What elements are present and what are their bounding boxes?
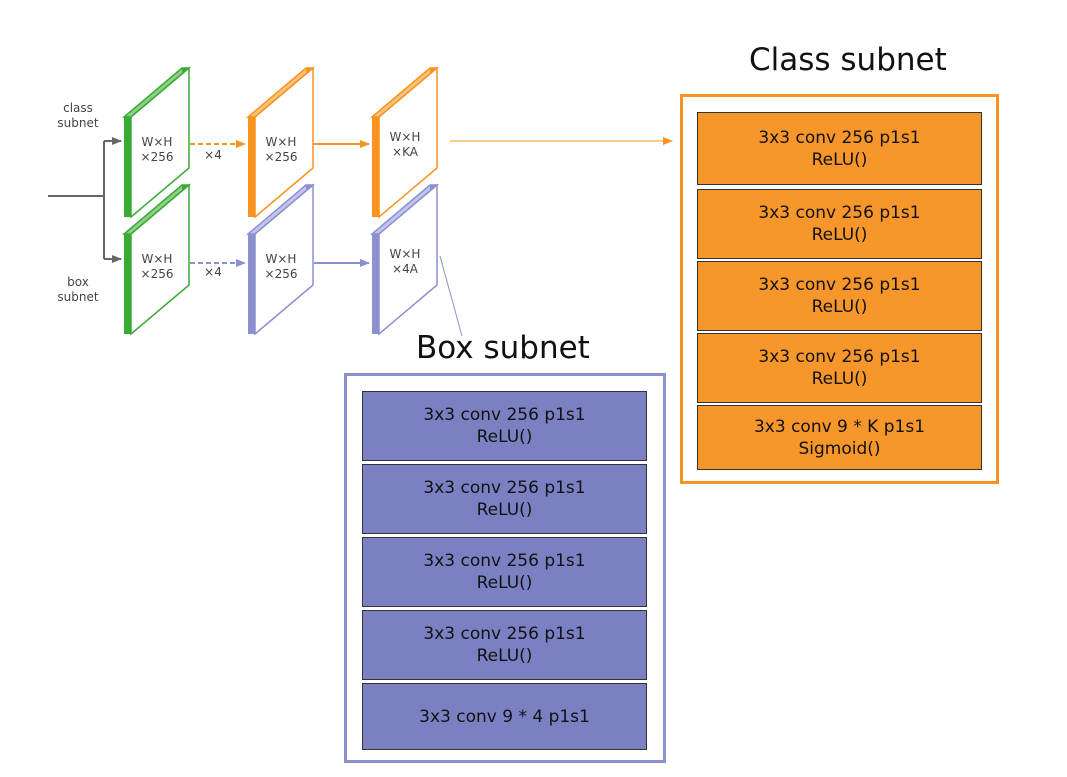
class-layer-4: 3x3 conv 256 p1s1 ReLU() bbox=[697, 333, 982, 403]
class-subnet-title: Class subnet bbox=[749, 42, 947, 78]
svg-text:×256: ×256 bbox=[265, 267, 298, 281]
class-layer-2: 3x3 conv 256 p1s1 ReLU() bbox=[697, 189, 982, 259]
feature-map-top-output: W×H ×KA bbox=[369, 66, 440, 219]
box-subnet-label-line2: subnet bbox=[57, 290, 98, 304]
class-subnet-panel: 3x3 conv 256 p1s1 ReLU() 3x3 conv 256 p1… bbox=[680, 94, 999, 484]
svg-text:×256: ×256 bbox=[141, 267, 174, 281]
box-layer-3: 3x3 conv 256 p1s1 ReLU() bbox=[362, 537, 647, 607]
box-layer-2: 3x3 conv 256 p1s1 ReLU() bbox=[362, 464, 647, 534]
svg-text:×256: ×256 bbox=[141, 150, 174, 164]
class-layer-5: 3x3 conv 9 * K p1s1 Sigmoid() bbox=[697, 405, 982, 470]
input-split-arrows bbox=[48, 137, 122, 263]
box-layer-5: 3x3 conv 9 * 4 p1s1 bbox=[362, 683, 647, 750]
feature-map-top-green: W×H ×256 bbox=[121, 66, 192, 219]
box-subnet-panel: 3x3 conv 256 p1s1 ReLU() 3x3 conv 256 p1… bbox=[344, 373, 666, 763]
box-subnet-title: Box subnet bbox=[416, 330, 590, 366]
svg-text:W×H: W×H bbox=[142, 135, 173, 149]
box-layer-4: 3x3 conv 256 p1s1 ReLU() bbox=[362, 610, 647, 680]
svg-text:×KA: ×KA bbox=[392, 145, 419, 159]
svg-text:×4A: ×4A bbox=[392, 262, 419, 276]
bottom-repeat-label: ×4 bbox=[204, 265, 222, 279]
box-subnet-label-line1: box bbox=[67, 275, 89, 289]
class-layer-1: 3x3 conv 256 p1s1 ReLU() bbox=[697, 112, 982, 185]
feature-map-bottom-output: W×H ×4A bbox=[369, 183, 440, 336]
svg-text:×256: ×256 bbox=[265, 150, 298, 164]
svg-text:W×H: W×H bbox=[390, 247, 421, 261]
svg-text:W×H: W×H bbox=[266, 252, 297, 266]
feature-map-bottom-blue: W×H ×256 bbox=[245, 183, 316, 336]
class-subnet-label-line1: class bbox=[63, 101, 93, 115]
svg-text:W×H: W×H bbox=[390, 130, 421, 144]
top-repeat-label: ×4 bbox=[204, 148, 222, 162]
box-connector-line bbox=[439, 255, 463, 337]
svg-text:W×H: W×H bbox=[266, 135, 297, 149]
svg-text:W×H: W×H bbox=[142, 252, 173, 266]
feature-map-top-orange: W×H ×256 bbox=[245, 66, 316, 219]
box-layer-1: 3x3 conv 256 p1s1 ReLU() bbox=[362, 391, 647, 461]
class-subnet-label-line2: subnet bbox=[57, 116, 98, 130]
feature-map-bottom-green: W×H ×256 bbox=[121, 183, 192, 336]
class-layer-3: 3x3 conv 256 p1s1 ReLU() bbox=[697, 261, 982, 331]
